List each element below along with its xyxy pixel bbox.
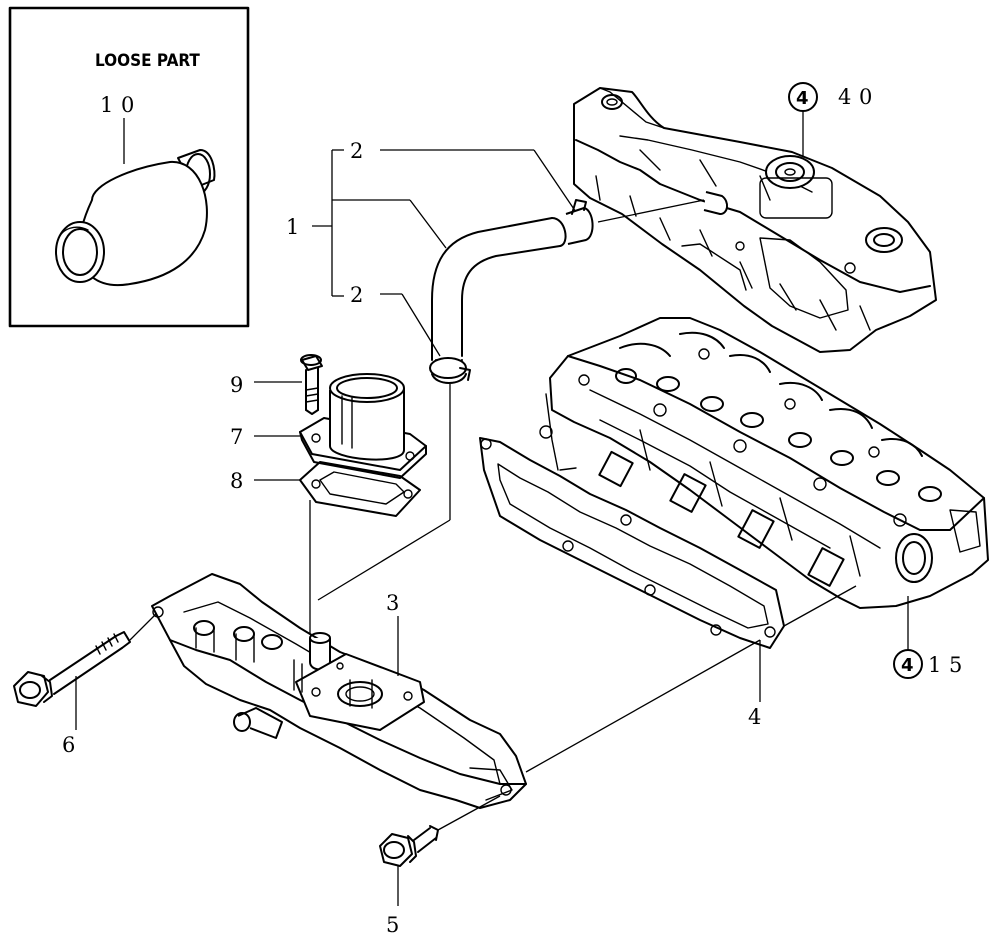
reference-head-text: 1 5 (928, 653, 963, 677)
thermostat-part (55, 149, 216, 287)
thermostat-gasket: 8 (230, 461, 421, 517)
callout-2-lower: 2 (350, 283, 364, 307)
manifold-gasket: 4 (479, 437, 857, 729)
bolt-5: 5 (379, 795, 501, 937)
reference-cover: 4 4 0 (788, 82, 873, 156)
bolt-6: 6 (13, 613, 157, 757)
callout-5: 5 (386, 913, 400, 937)
callout-6: 6 (62, 733, 76, 757)
reference-head: 4 1 5 (893, 596, 963, 679)
callout-1: 1 (286, 215, 300, 239)
callout-3-group: 3 (386, 591, 400, 676)
callout-9: 9 (230, 373, 244, 397)
hose (431, 217, 567, 367)
bolt-9: 9 (230, 354, 323, 415)
loose-part-title: LOOSE PART (95, 51, 200, 71)
rocker-cover (573, 87, 937, 353)
thermostat-housing: 7 (230, 373, 427, 479)
intake-manifold (151, 573, 527, 809)
callout-8: 8 (230, 469, 244, 493)
reference-symbol (893, 649, 923, 679)
callout-7: 7 (230, 425, 244, 449)
svg-text:4: 4 (796, 88, 809, 109)
callout-4: 4 (748, 705, 762, 729)
hose-assembly-bracket: 1 2 2 (286, 139, 581, 357)
callout-3: 3 (386, 591, 400, 615)
callout-2-upper: 2 (350, 139, 364, 163)
reference-cover-text: 4 0 (838, 85, 873, 109)
hose-clamp-lower (429, 357, 471, 384)
hose-clamp-upper (565, 199, 594, 245)
cylinder-head (539, 317, 989, 609)
loose-part-box: LOOSE PART 1 0 (8, 6, 250, 328)
callout-10: 1 0 (100, 93, 135, 117)
svg-text:4: 4 (901, 655, 914, 676)
